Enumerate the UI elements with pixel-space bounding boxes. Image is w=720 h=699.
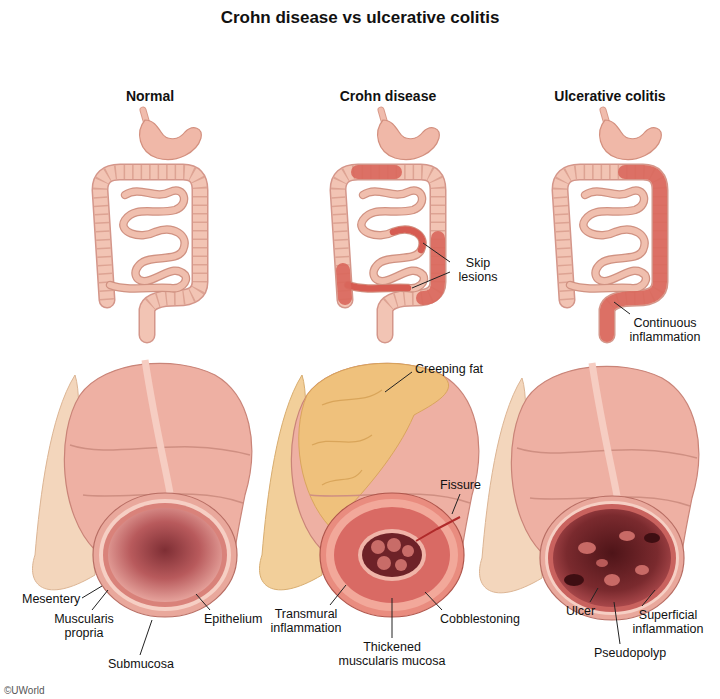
callout-label: Muscularis propria <box>44 612 124 640</box>
callout-label: Creeping fat <box>415 362 483 376</box>
column-heading: Crohn disease <box>318 88 458 105</box>
diagram-title: Crohn disease vs ulcerative colitis <box>221 8 500 28</box>
column-heading: Ulcerative colitis <box>530 88 690 105</box>
callout-label: Cobblestoning <box>440 612 520 626</box>
callout-label: Submucosa <box>108 657 174 671</box>
callout-label: Transmural inflammation <box>258 607 354 635</box>
callout-label: Pseudopolyp <box>594 646 666 660</box>
callout-label: Continuous inflammation <box>619 316 711 344</box>
callout-label: Skip lesions <box>451 256 505 284</box>
callout-label: Fissure <box>440 478 481 492</box>
callout-label: Mesentery <box>22 592 80 606</box>
callout-label: Ulcer <box>566 604 595 618</box>
callout-label: Superficial inflammation <box>620 608 716 636</box>
copyright-note: ©UWorld <box>4 684 45 698</box>
callout-label: Thickened muscularis mucosa <box>337 640 447 668</box>
column-heading: Normal <box>90 88 210 105</box>
callout-label: Epithelium <box>204 612 262 626</box>
